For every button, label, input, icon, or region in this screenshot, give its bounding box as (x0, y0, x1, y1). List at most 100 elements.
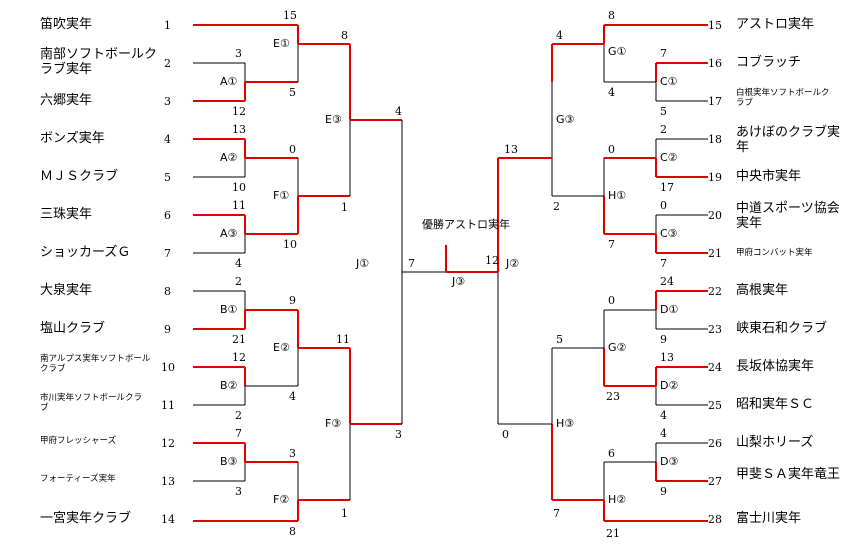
match-label-c1: C① (660, 75, 678, 88)
score-a3-top: 11 (232, 199, 246, 212)
match-label-a3: A③ (220, 227, 238, 240)
team-name-19: 中央市実年 (736, 169, 802, 184)
team-name-22: 高根実年 (736, 283, 789, 298)
team-seed-20: 20 (708, 209, 722, 222)
team-seed-3: 3 (164, 95, 171, 108)
score-d2-top: 13 (660, 351, 674, 364)
score-a1-top: 3 (235, 47, 242, 60)
score-b2-bottom: 2 (235, 409, 242, 422)
score-j2-top: 13 (504, 143, 518, 156)
match-label-j3: J③ (452, 275, 466, 288)
score-b2-top: 12 (232, 351, 246, 364)
team-name-23: 峡東石和クラブ (736, 321, 828, 336)
match-label-h1: H① (608, 189, 627, 202)
team-name-1: 笛吹実年 (40, 17, 93, 32)
team-seed-8: 8 (164, 285, 171, 298)
team-name-20: 中道スポーツ協会 実年 (736, 201, 840, 232)
team-name-5: ＭＪＳクラブ (40, 169, 119, 184)
score-g2-bottom: 23 (606, 390, 620, 403)
score-j1-top: 4 (395, 105, 402, 118)
score-c3-top: 0 (660, 199, 667, 212)
team-seed-11: 11 (161, 399, 175, 412)
match-label-c3: C③ (660, 227, 678, 240)
team-name-15: アストロ実年 (736, 17, 815, 32)
score-j3-right: 12 (485, 254, 499, 267)
team-seed-18: 18 (708, 133, 722, 146)
team-name-4: ボンズ実年 (40, 131, 105, 146)
score-j1-bottom: 3 (395, 428, 402, 441)
champion-label: 優勝アストロ実年 (422, 218, 510, 231)
team-seed-24: 24 (708, 361, 722, 374)
score-d1-bottom: 9 (660, 333, 667, 346)
score-f3-bottom: 1 (341, 507, 348, 520)
score-h2-bottom: 21 (606, 527, 620, 540)
team-name-25: 昭和実年ＳＣ (736, 397, 815, 412)
match-label-g3: G③ (556, 113, 575, 126)
match-label-f3: F③ (325, 417, 342, 430)
match-label-f2: F② (273, 493, 290, 506)
match-label-h3: H③ (556, 417, 575, 430)
team-seed-1: 1 (164, 19, 171, 32)
team-name-6: 三珠実年 (40, 207, 93, 222)
score-f2-bottom: 8 (289, 525, 296, 538)
team-seed-25: 25 (708, 399, 722, 412)
score-e2-bottom: 4 (289, 390, 296, 403)
score-d3-top: 4 (660, 427, 667, 440)
match-label-e2: E② (273, 341, 290, 354)
team-seed-23: 23 (708, 323, 722, 336)
team-seed-12: 12 (161, 437, 175, 450)
match-label-a2: A② (220, 151, 238, 164)
match-label-b2: B② (220, 379, 238, 392)
score-f2-top: 3 (289, 447, 296, 460)
match-label-e3: E③ (325, 113, 342, 126)
team-seed-19: 19 (708, 171, 722, 184)
team-seed-28: 28 (708, 513, 722, 526)
team-seed-2: 2 (164, 57, 171, 70)
score-b1-bottom: 21 (232, 333, 246, 346)
score-e3-top: 8 (341, 29, 348, 42)
score-h2-top: 6 (608, 447, 615, 460)
score-e2-top: 9 (289, 294, 296, 307)
score-c2-bottom: 17 (660, 181, 674, 194)
team-name-24: 長坂体協実年 (736, 359, 815, 374)
score-h3-top: 5 (556, 333, 563, 346)
score-d3-bottom: 9 (660, 485, 667, 498)
match-label-d3: D③ (660, 455, 679, 468)
match-label-h2: H② (608, 493, 627, 506)
team-seed-7: 7 (164, 247, 171, 260)
match-label-c2: C② (660, 151, 678, 164)
score-j3-left: 7 (408, 257, 415, 270)
score-d2-bottom: 4 (660, 409, 667, 422)
match-label-b3: B③ (220, 455, 238, 468)
score-g3-top: 4 (556, 29, 563, 42)
match-label-j1: J① (356, 257, 370, 270)
team-name-21: 甲府コンバット実年 (736, 248, 813, 258)
match-label-j2: J② (506, 257, 520, 270)
score-a1-bottom: 12 (232, 105, 246, 118)
team-name-11: 市川実年ソフトボールクラブ (40, 393, 143, 413)
team-name-13: フォーティーズ実年 (40, 474, 116, 484)
team-name-12: 甲府フレッシャーズ (40, 436, 117, 446)
team-name-2: 南部ソフトボールクラブ実年 (40, 47, 158, 78)
match-label-b1: B① (220, 303, 238, 316)
team-name-17: 白根実年ソフトボールクラブ (736, 88, 830, 108)
match-label-d2: D② (660, 379, 679, 392)
score-b3-top: 7 (235, 427, 242, 440)
score-h1-bottom: 7 (608, 238, 615, 251)
match-label-f1: F① (273, 189, 290, 202)
score-e1-top: 15 (283, 9, 297, 22)
team-seed-16: 16 (708, 57, 722, 70)
match-label-e1: E① (273, 37, 290, 50)
match-label-d1: D① (660, 303, 679, 316)
team-name-3: 六郷実年 (40, 93, 93, 108)
team-seed-17: 17 (708, 95, 722, 108)
score-g3-bottom: 2 (553, 200, 560, 213)
score-f3-top: 11 (336, 333, 350, 346)
team-name-14: 一宮実年クラブ (40, 511, 132, 526)
team-seed-4: 4 (164, 133, 171, 146)
team-name-28: 富士川実年 (736, 511, 802, 526)
match-label-g1: G① (608, 45, 627, 58)
score-c1-top: 7 (660, 47, 667, 60)
team-seed-21: 21 (708, 247, 722, 260)
